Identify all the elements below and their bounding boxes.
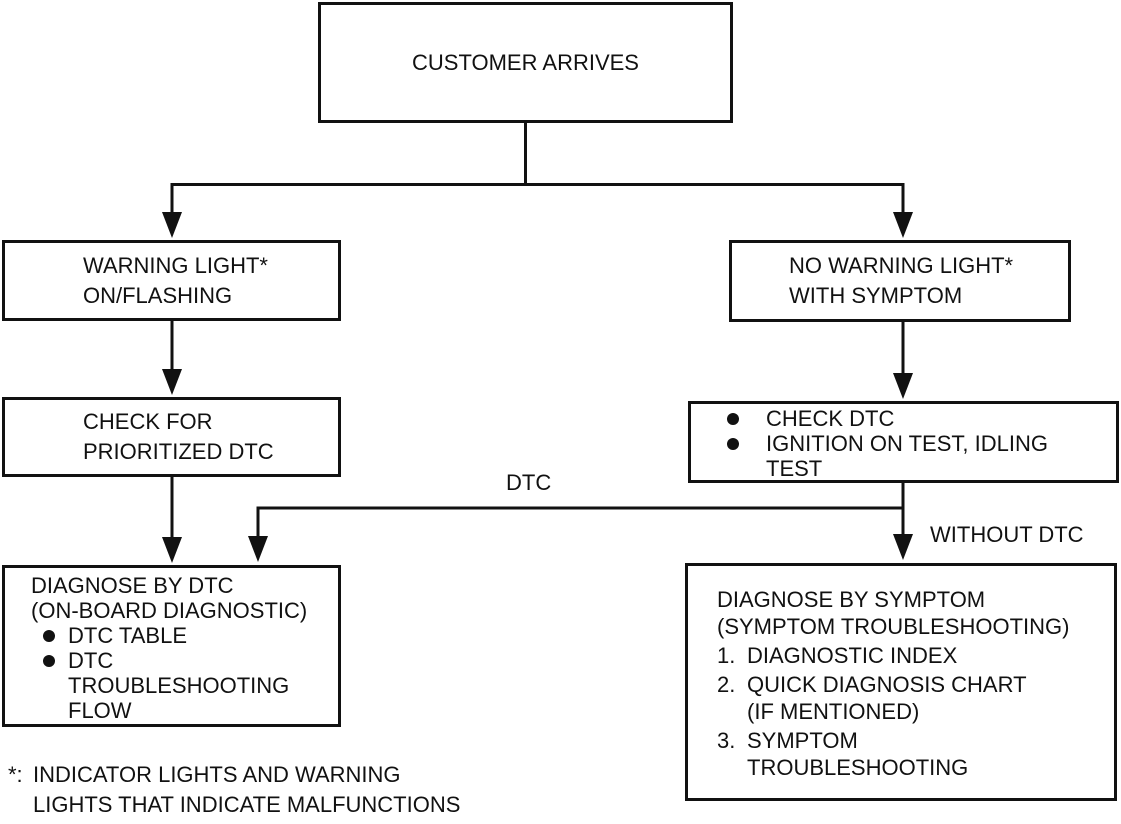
connector-branch-bar — [170, 183, 905, 214]
node-label-line: WARNING LIGHT* — [83, 252, 268, 278]
arrowhead-dtc-branch — [248, 536, 268, 562]
bullet-text-line: CHECK DTC — [766, 406, 895, 431]
bullet-text-line: IGNITION ON TEST, IDLING — [766, 431, 1048, 456]
bullet-text-line: DTC TABLE — [68, 623, 187, 648]
item-text-line: QUICK DIAGNOSIS CHART — [747, 672, 1027, 697]
node-customer-arrives: CUSTOMER ARRIVES — [318, 2, 733, 123]
item-text-line: TROUBLESHOOTING — [747, 755, 969, 780]
node-diagnose-by-symptom: DIAGNOSE BY SYMPTOM (SYMPTOM TROUBLESHOO… — [685, 563, 1117, 801]
node-label: CUSTOMER ARRIVES — [412, 49, 639, 75]
bullet-item: DTC TABLE — [43, 623, 332, 648]
connector-dtc-branch — [256, 506, 903, 538]
node-title-line: DIAGNOSE BY SYMPTOM — [717, 587, 986, 612]
numbered-item: 2. QUICK DIAGNOSIS CHART (IF MENTIONED) — [717, 671, 1106, 725]
bullet-icon — [43, 630, 55, 642]
item-text-line: (IF MENTIONED) — [747, 699, 920, 724]
node-label-line: CHECK FOR — [83, 409, 213, 434]
footnote-line: LIGHTS THAT INDICATE MALFUNCTIONS — [33, 792, 461, 817]
bullet-text-line: DTC — [68, 648, 114, 673]
arrowhead-check-to-diagnose-dtc — [162, 537, 182, 563]
node-title-line: (ON-BOARD DIAGNOSTIC) — [31, 598, 308, 623]
node-label-line: PRIORITIZED DTC — [83, 439, 274, 464]
bullet-text-line: TROUBLESHOOTING — [68, 673, 290, 698]
item-text-line: SYMPTOM — [747, 728, 858, 753]
node-label-line: NO WARNING LIGHT* — [789, 253, 1014, 278]
node-title-line: (SYMPTOM TROUBLESHOOTING) — [717, 614, 1070, 639]
arrowhead-to-no-warning-light — [893, 212, 913, 238]
arrowhead-to-check-prioritized — [162, 369, 182, 395]
bullet-icon — [727, 413, 739, 425]
bullet-icon — [727, 438, 739, 450]
bullet-item: DTC TROUBLESHOOTING FLOW — [43, 648, 332, 723]
arrowhead-to-diagnose-symptom — [893, 534, 913, 560]
arrowhead-to-check-dtc — [893, 373, 913, 399]
node-label-line: ON/FLASHING — [83, 282, 233, 308]
footnote: *: INDICATOR LIGHTS AND WARNING LIGHTS T… — [8, 760, 460, 820]
bullet-text-line: TEST — [766, 456, 823, 481]
arrowhead-to-warning-light — [162, 212, 182, 238]
bullet-item: CHECK DTC — [727, 406, 1108, 431]
numbered-item: 3. SYMPTOM TROUBLESHOOTING — [717, 727, 1106, 781]
node-no-warning-light: NO WARNING LIGHT* WITH SYMPTOM — [729, 240, 1071, 322]
bullet-text-line: FLOW — [68, 698, 132, 723]
bullet-item: IGNITION ON TEST, IDLING TEST — [727, 431, 1108, 481]
bullet-icon — [43, 655, 55, 667]
footnote-line: INDICATOR LIGHTS AND WARNING — [33, 762, 401, 787]
node-warning-light: WARNING LIGHT* ON/FLASHING — [2, 240, 341, 321]
edge-label-without-dtc: WITHOUT DTC — [930, 522, 1084, 547]
node-label-line: WITH SYMPTOM — [789, 283, 963, 308]
numbered-item: 1. DIAGNOSTIC INDEX — [717, 642, 1106, 669]
item-number: 3. — [717, 728, 736, 753]
node-check-dtc: CHECK DTC IGNITION ON TEST, IDLING TEST — [688, 401, 1119, 483]
item-number: 1. — [717, 643, 736, 668]
node-title-line: DIAGNOSE BY DTC — [31, 573, 234, 598]
item-text-line: DIAGNOSTIC INDEX — [747, 643, 958, 668]
footnote-marker: *: — [8, 762, 23, 787]
node-check-prioritized-dtc: CHECK FOR PRIORITIZED DTC — [2, 397, 341, 477]
edge-label-dtc: DTC — [506, 470, 552, 495]
item-number: 2. — [717, 672, 736, 697]
node-diagnose-by-dtc: DIAGNOSE BY DTC (ON-BOARD DIAGNOSTIC) DT… — [2, 565, 341, 727]
